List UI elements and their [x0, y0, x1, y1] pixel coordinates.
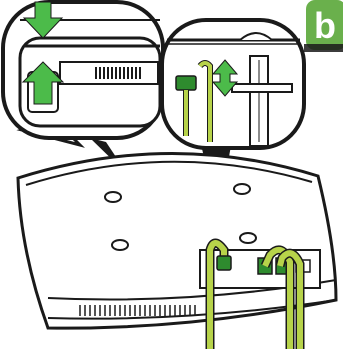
step-badge-letter: b [314, 5, 336, 46]
step-badge: b [304, 0, 343, 52]
callout-left [3, 2, 163, 175]
